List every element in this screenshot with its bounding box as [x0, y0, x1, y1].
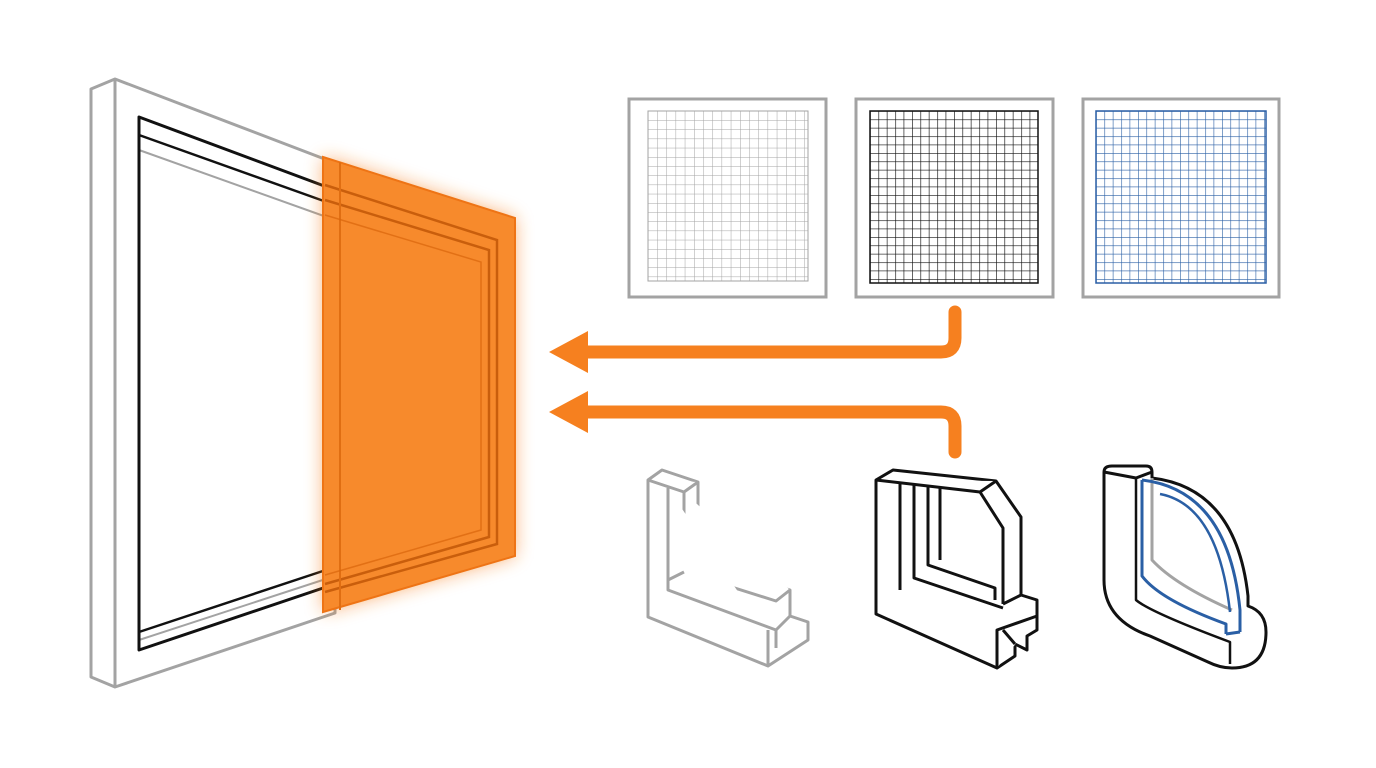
arrow-left-icon — [549, 391, 962, 459]
profile-l-angle-gray[interactable] — [646, 468, 810, 668]
mesh-swatch-blue[interactable] — [1081, 97, 1281, 299]
window-frame-outline — [89, 77, 337, 689]
orange-insert-panel — [322, 155, 516, 614]
profile-rounded-blue[interactable] — [1102, 464, 1268, 670]
mesh-swatch-gray[interactable] — [627, 97, 828, 299]
profile-channel-black[interactable] — [874, 468, 1039, 670]
arrow-left-icon — [549, 305, 962, 373]
mesh-swatch-black[interactable] — [854, 97, 1055, 299]
